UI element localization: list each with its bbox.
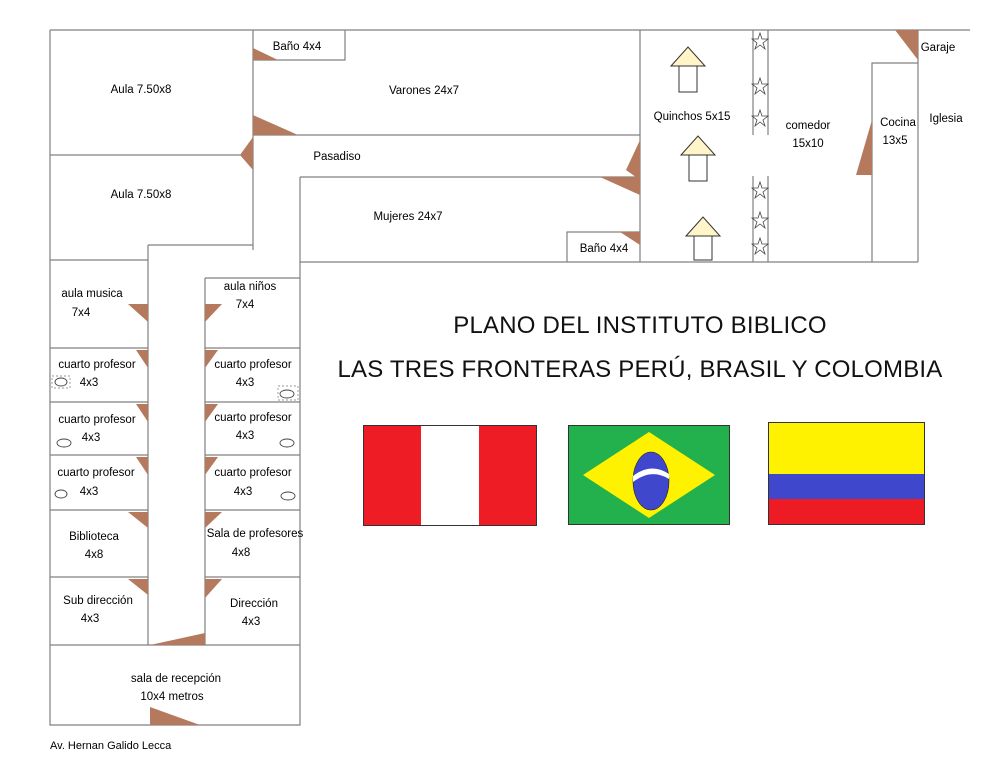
room-garaje: Garaje bbox=[921, 42, 956, 54]
room-sala-profesores-name: Sala de profesores bbox=[207, 528, 304, 540]
brazil-flag bbox=[568, 425, 730, 525]
room-aula-ninos-size: 7x4 bbox=[236, 299, 255, 311]
room-comedor-size: 15x10 bbox=[792, 138, 823, 150]
star-posts bbox=[750, 31, 770, 256]
room-sub-direccion-name: Sub dirección bbox=[63, 595, 133, 607]
peru-flag-stripe-right bbox=[478, 426, 536, 525]
room-cocina-name: Cocina bbox=[880, 117, 916, 129]
room-cuarto-profesor-r2-name: cuarto profesor bbox=[214, 412, 292, 424]
room-cuarto-profesor-l1-name: cuarto profesor bbox=[58, 359, 136, 371]
room-iglesia: Iglesia bbox=[929, 113, 963, 125]
colombia-flag bbox=[768, 422, 925, 525]
room-mujeres: Mujeres 24x7 bbox=[373, 211, 442, 223]
room-cuarto-profesor-r2-size: 4x3 bbox=[236, 430, 255, 442]
corridor-pasadiso: Pasadiso bbox=[313, 151, 360, 163]
footer-address: Av. Hernan Galido Lecca bbox=[50, 740, 172, 752]
plan-title-line-1: PLANO DEL INSTITUTO BIBLICO bbox=[453, 312, 827, 339]
plan-title-line-2: LAS TRES FRONTERAS PERÚ, BRASIL Y COLOMB… bbox=[337, 356, 943, 383]
brazil-flag-band bbox=[633, 468, 669, 482]
room-aula-1: Aula 7.50x8 bbox=[111, 84, 172, 96]
room-cuarto-profesor-r1-name: cuarto profesor bbox=[214, 359, 292, 371]
room-aula-ninos-name: aula niños bbox=[224, 281, 277, 293]
room-biblioteca-name: Biblioteca bbox=[69, 531, 119, 543]
room-aula-musica-name: aula musica bbox=[61, 288, 123, 300]
area-quinchos: Quinchos 5x15 bbox=[654, 111, 731, 123]
room-bano-bottom: Baño 4x4 bbox=[580, 243, 629, 255]
room-aula-2: Aula 7.50x8 bbox=[111, 189, 172, 201]
room-sala-recepcion-size: 10x4 metros bbox=[140, 691, 204, 703]
colombia-flag-yellow bbox=[769, 423, 924, 474]
peru-flag-stripe-left bbox=[364, 426, 422, 525]
room-direccion-name: Dirección bbox=[230, 598, 278, 610]
doors bbox=[128, 30, 918, 725]
room-sala-profesores-size: 4x8 bbox=[232, 547, 251, 559]
room-aula-musica-size: 7x4 bbox=[72, 307, 91, 319]
room-sub-direccion-size: 4x3 bbox=[81, 613, 100, 625]
room-cuarto-profesor-l2-name: cuarto profesor bbox=[58, 414, 136, 426]
room-cuarto-profesor-l3-name: cuarto profesor bbox=[57, 467, 135, 479]
room-varones: Varones 24x7 bbox=[389, 85, 459, 97]
room-biblioteca-size: 4x8 bbox=[85, 549, 104, 561]
peru-flag bbox=[363, 425, 537, 526]
room-direccion-size: 4x3 bbox=[242, 616, 261, 628]
brazil-flag-globe bbox=[632, 451, 670, 511]
room-bano-top: Baño 4x4 bbox=[273, 41, 322, 53]
toilets bbox=[51, 375, 299, 501]
room-cuarto-profesor-r3-size: 4x3 bbox=[234, 486, 253, 498]
room-sala-recepcion-name: sala de recepción bbox=[131, 673, 221, 685]
room-cuarto-profesor-l3-size: 4x3 bbox=[80, 486, 99, 498]
quincho-huts bbox=[669, 46, 722, 261]
room-cuarto-profesor-r1-size: 4x3 bbox=[236, 377, 255, 389]
colombia-flag-red bbox=[769, 498, 924, 524]
room-cuarto-profesor-l1-size: 4x3 bbox=[80, 377, 99, 389]
colombia-flag-blue bbox=[769, 473, 924, 499]
room-cocina-size: 13x5 bbox=[883, 135, 908, 147]
room-cuarto-profesor-l2-size: 4x3 bbox=[82, 432, 101, 444]
room-cuarto-profesor-r3-name: cuarto profesor bbox=[214, 467, 292, 479]
room-comedor-name: comedor bbox=[786, 120, 831, 132]
peru-flag-stripe-middle bbox=[421, 426, 479, 525]
